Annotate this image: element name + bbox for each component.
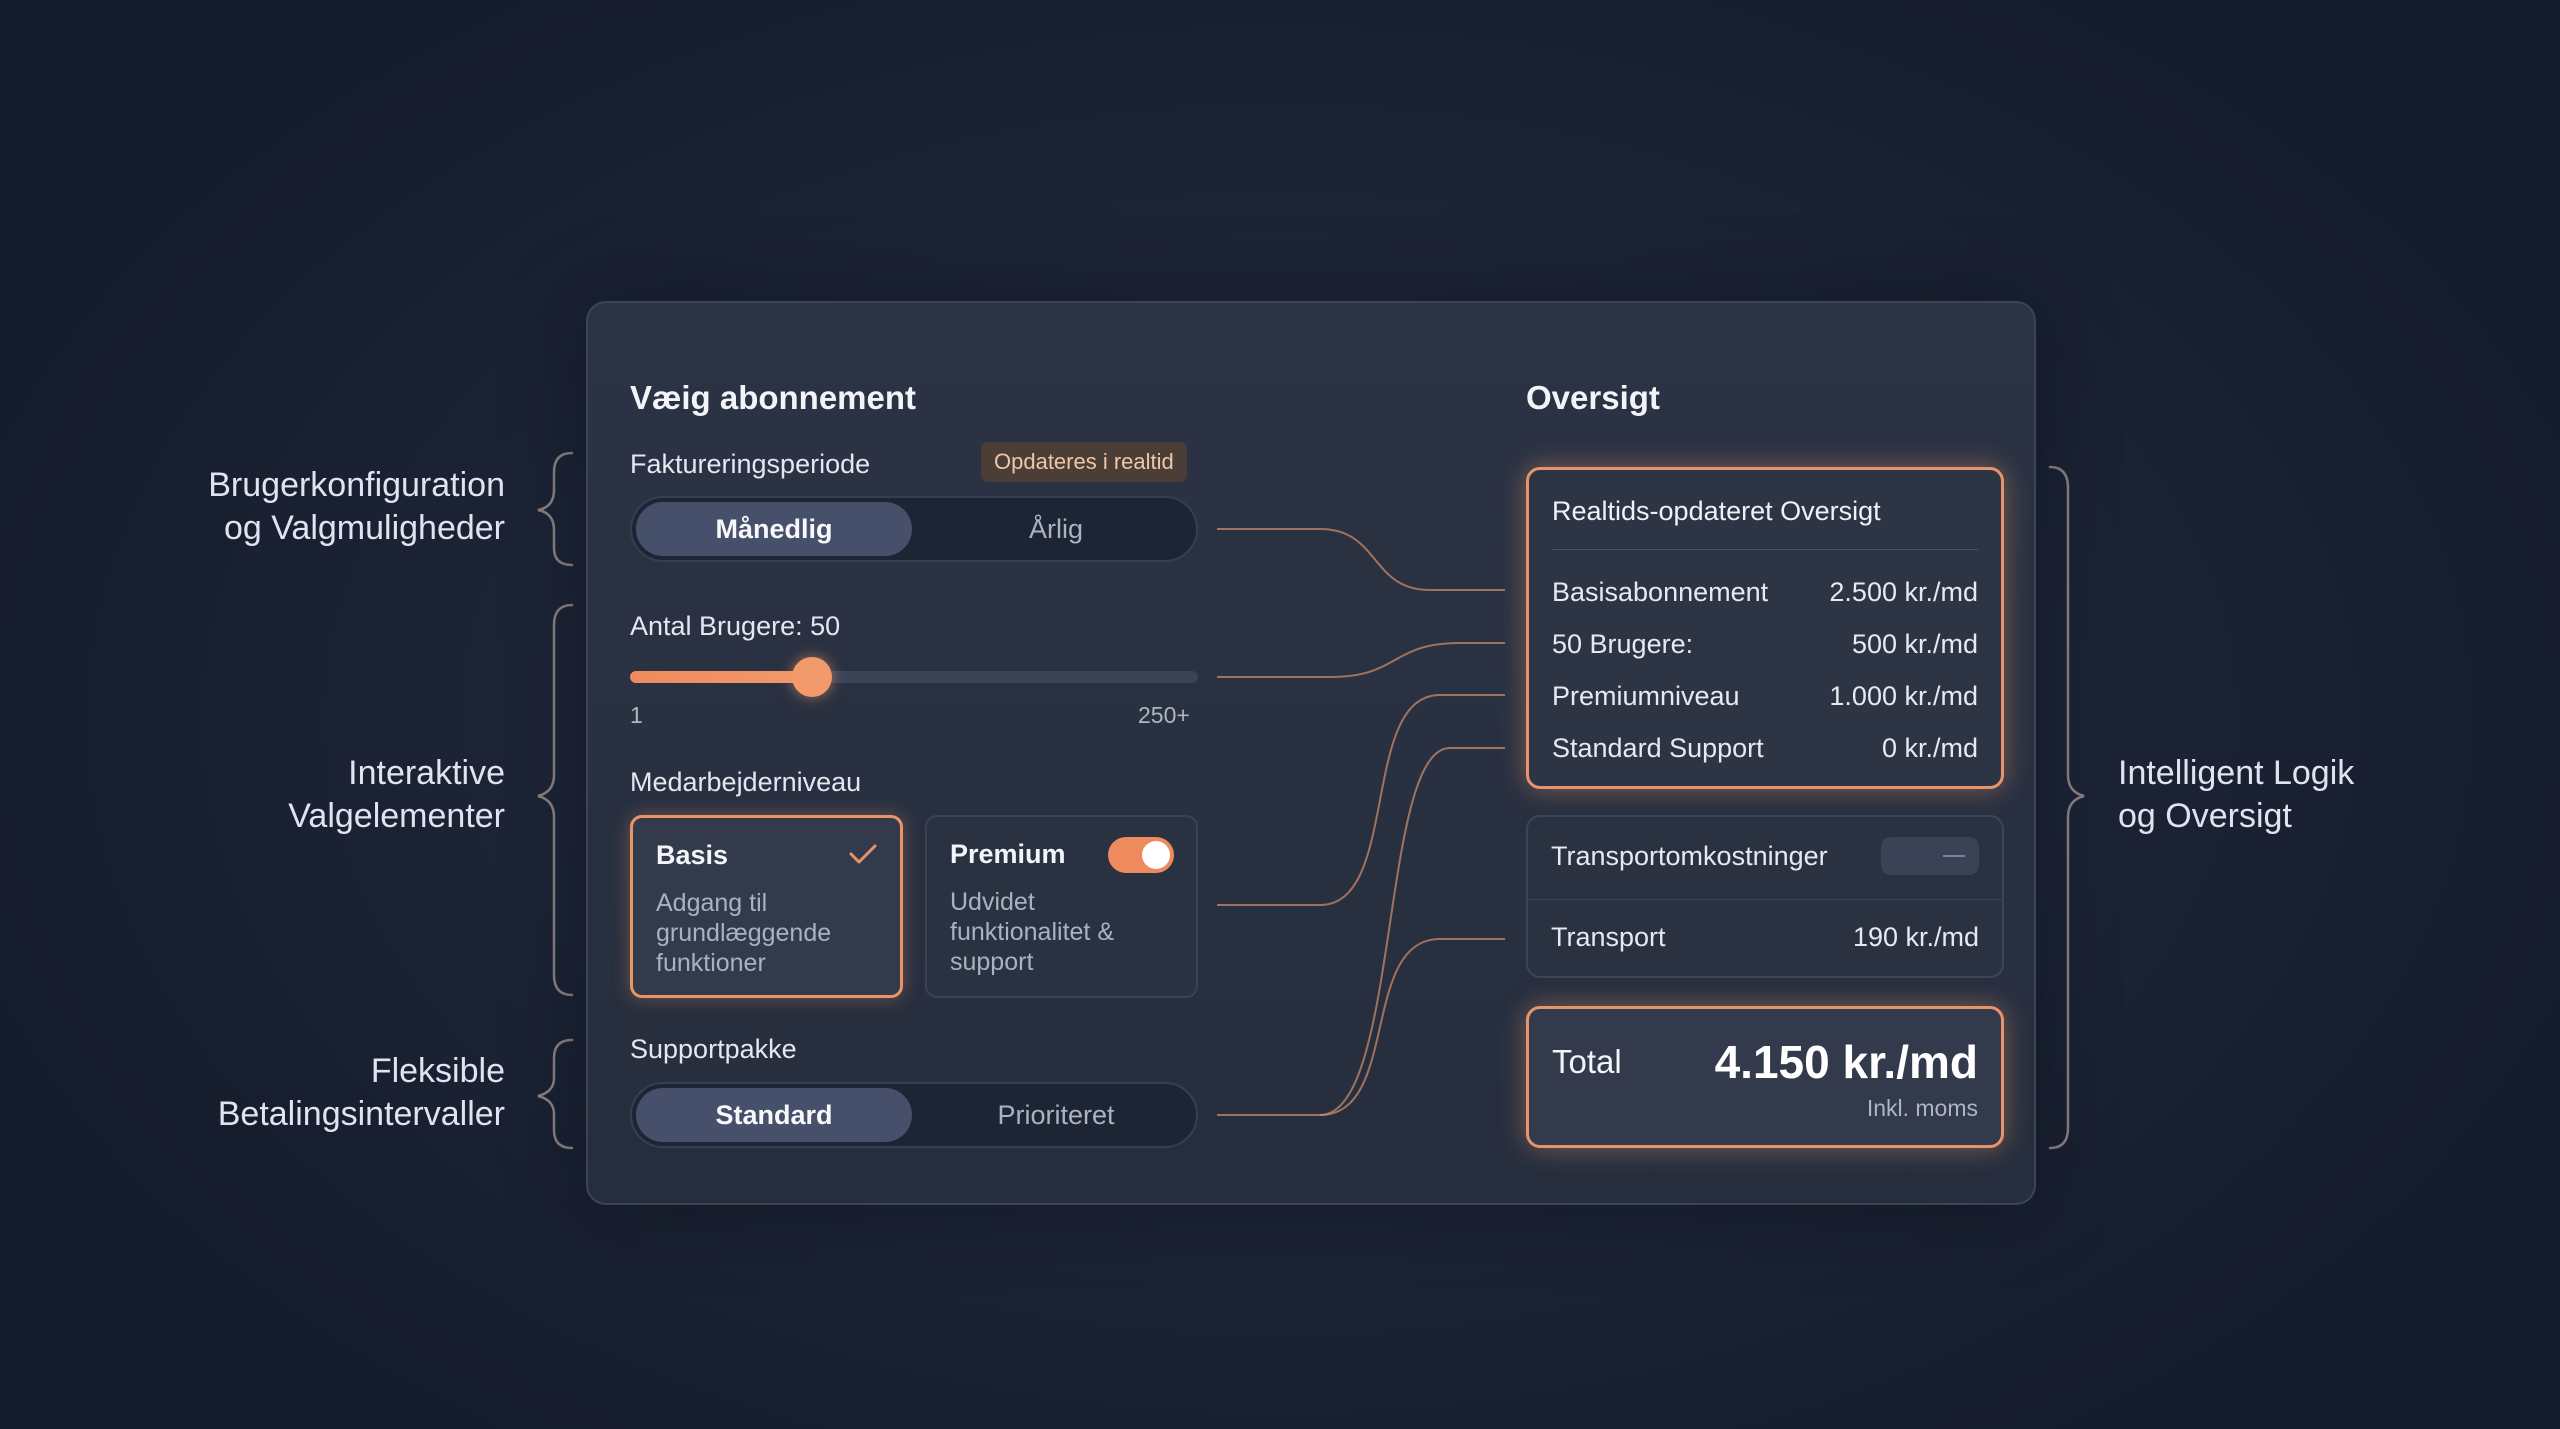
total-note: Inkl. moms [1866,1095,1978,1121]
users-max: 250+ [1138,702,1190,728]
annotation-payment: Fleksible Betalingsintervaller [217,1052,505,1133]
transport-label: Transport [1551,922,1666,952]
billing-label: Faktureringsperiode [630,449,871,479]
support-option-priority[interactable]: Prioriteret [997,1100,1115,1130]
transport-toggle[interactable] [1881,837,1979,875]
summary-row: Premiumniveau 1.000 kr./md [1552,681,1978,712]
users-label: Antal Brugere: 50 [630,611,841,641]
summary-row-value: 500 kr./md [1851,629,1978,659]
support-label: Supportpakke [630,1034,797,1064]
billing-option-yearly[interactable]: Årlig [1028,514,1083,544]
support-toggle: Standard Prioriteret [630,1082,1198,1148]
summary-row-value: 0 kr./md [1881,733,1978,763]
summary-row-label: Standard Support [1552,733,1764,763]
tier-card-premium[interactable]: Premium Udvidet funktionalitet & support [925,815,1198,998]
summary-row-label: Basisabonnement [1552,577,1769,607]
toggle-knob [1142,841,1170,869]
total-label: Total [1552,1043,1622,1080]
check-icon [849,844,877,864]
config-title: Væig abonnement [630,379,917,416]
summary-row-label: Premiumniveau [1552,681,1740,711]
transport-row: Transport 190 kr./md [1551,922,1979,953]
users-min: 1 [630,702,643,728]
transport-divider [1528,899,2002,900]
summary-box-title: Realtids-opdateret Oversigt [1552,496,1881,526]
tier-premium-name: Premium [950,839,1066,869]
tier-card-basis[interactable]: Basis Adgang til grundlæggende funktione… [630,815,903,998]
tier-basis-name: Basis [656,840,729,870]
summary-row-value: 1.000 kr./md [1829,681,1978,711]
transport-toggle-label: Transportomkostninger [1551,841,1828,871]
annotation-interactive: Interaktive Valgelementer [288,754,505,835]
tier-label: Medarbejderniveau [630,767,862,797]
summary-row-value: 2.500 kr./md [1829,577,1978,607]
total-value: 4.150 kr./md [1714,1036,1978,1088]
realtime-badge: Opdateres i realtid [981,442,1187,482]
billing-option-monthly[interactable]: Månedlig [636,502,912,556]
brace-interactive [537,603,574,997]
annotation-config: Brugerkonfiguration og Valgmuligheder [208,466,505,547]
tier-premium-desc: Udvidet funktionalitet & support [950,888,1114,976]
premium-toggle[interactable] [1108,837,1174,873]
total-box: Total 4.150 kr./md Inkl. moms [1526,1006,2004,1148]
billing-toggle: Månedlig Årlig [630,496,1198,562]
brace-payment [537,1038,574,1150]
transport-box: Transportomkostninger Transport 190 kr./… [1526,815,2004,978]
summary-row: Basisabonnement 2.500 kr./md [1552,577,1978,608]
brace-logic [2048,465,2085,1150]
summary-row: Standard Support 0 kr./md [1552,733,1978,764]
brace-config [537,451,574,567]
support-option-standard[interactable]: Standard [636,1088,912,1142]
minus-icon [1943,855,1965,857]
transport-value: 190 kr./md [1852,922,1979,952]
users-slider-fill [630,671,812,683]
transport-toggle-row: Transportomkostninger [1551,841,1979,872]
summary-divider [1552,549,1978,550]
annotation-logic: Intelligent Logik og Oversigt [2118,754,2355,835]
users-slider[interactable] [630,657,1198,697]
users-slider-thumb[interactable] [791,657,832,697]
tier-basis-desc: Adgang til grundlæggende funktioner [656,889,832,977]
realtime-summary-box: Realtids-opdateret Oversigt Basisabonnem… [1526,467,2004,789]
summary-row: 50 Brugere: 500 kr./md [1552,629,1978,660]
summary-title: Oversigt [1526,379,1660,416]
summary-row-label: 50 Brugere: [1552,629,1694,659]
